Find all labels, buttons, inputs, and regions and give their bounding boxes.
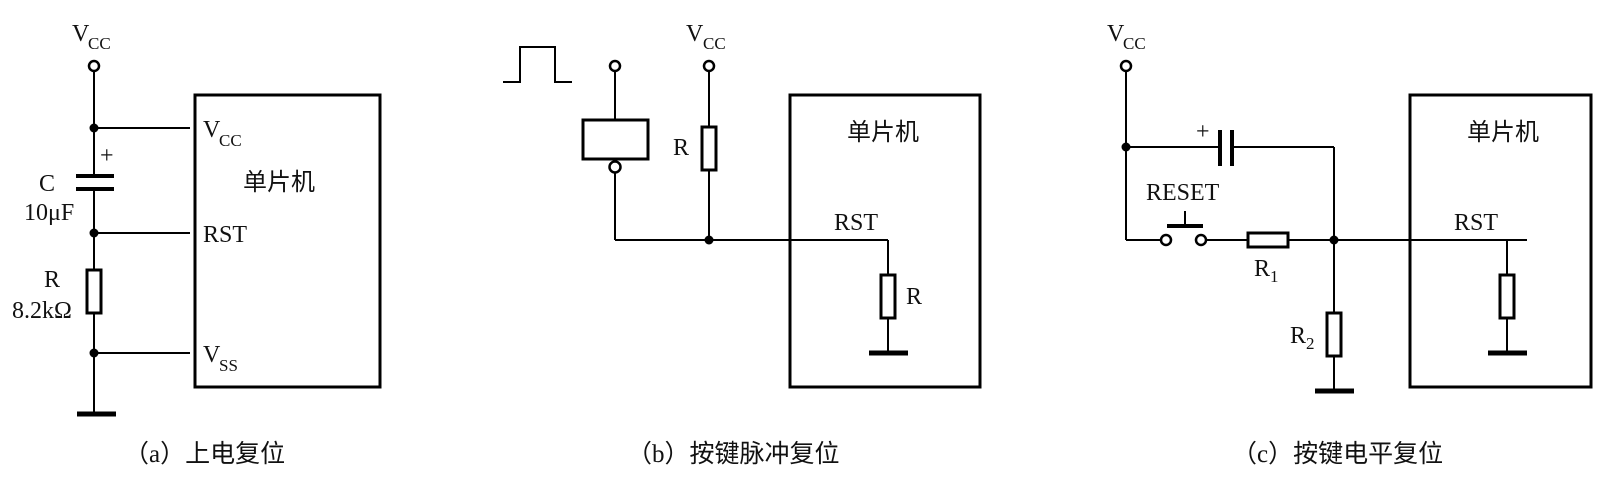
pin-rst-b: RST xyxy=(834,210,878,236)
circuit-c-key-level-reset: V CC + RESET R 1 R 2 xyxy=(1107,21,1593,468)
vcc-sub-a: CC xyxy=(88,34,111,53)
internal-res-label-b: R xyxy=(906,284,922,310)
vcc-label-b: V xyxy=(686,21,704,47)
cap-value-a: 10μF xyxy=(24,200,74,226)
vcc-label-a: V xyxy=(72,21,90,47)
vcc-terminal-a xyxy=(87,59,101,73)
pin-vcc-sub-a: CC xyxy=(219,131,242,150)
pullup-resistor-icon-b xyxy=(700,125,718,172)
circuit-a-power-on-reset: V CC + C 10μF R 8.2kΩ 单片机 V CC RST V S xyxy=(12,21,382,468)
reset-switch-label: RESET xyxy=(1146,180,1220,206)
button-terminal-b xyxy=(608,160,622,174)
mcu-label-c: 单片机 xyxy=(1467,119,1539,146)
mcu-box-a xyxy=(193,93,382,389)
junction-a2 xyxy=(89,228,99,238)
junction-a3 xyxy=(89,348,99,358)
vcc-terminal-b xyxy=(702,59,716,73)
caption-a: （a）上电复位 xyxy=(124,440,285,468)
pulse-button-icon-b xyxy=(581,118,650,161)
pullup-label-b: R xyxy=(673,135,689,161)
mcu-box-b xyxy=(788,93,982,389)
r2-label: R xyxy=(1290,323,1306,349)
capacitor-icon-c xyxy=(1218,130,1234,166)
mcu-label-b: 单片机 xyxy=(847,119,919,146)
internal-resistor-icon-c xyxy=(1498,273,1516,320)
caption-c: （c）按键电平复位 xyxy=(1232,440,1443,468)
cap-polarity-a: + xyxy=(100,143,114,169)
capacitor-icon-a xyxy=(76,174,114,191)
pin-vcc-a: V xyxy=(203,117,221,143)
circuit-b-key-pulse-reset: V CC R 单片机 RST R （b）按键脉冲复位 xyxy=(503,21,982,468)
r2-sub: 2 xyxy=(1306,334,1315,353)
pin-vss-sub-a: SS xyxy=(219,356,238,375)
res-value-a: 8.2kΩ xyxy=(12,298,72,324)
cap-name-a: C xyxy=(39,171,55,197)
internal-resistor-icon-b xyxy=(879,273,897,320)
pin-rst-a: RST xyxy=(203,222,247,248)
switch-terminal-right xyxy=(1194,233,1208,247)
vcc-sub-c: CC xyxy=(1123,34,1146,53)
caption-b: （b）按键脉冲复位 xyxy=(627,440,840,468)
resistor1-icon-c xyxy=(1246,231,1290,249)
r1-label: R xyxy=(1254,256,1270,282)
cap-polarity-c: + xyxy=(1196,119,1210,145)
res-name-a: R xyxy=(44,267,60,293)
vcc-sub-b: CC xyxy=(703,34,726,53)
junction-b xyxy=(704,235,714,245)
mcu-label-a: 单片机 xyxy=(243,169,315,196)
switch-terminal-left xyxy=(1159,233,1173,247)
r1-sub: 1 xyxy=(1270,267,1279,286)
vcc-terminal-c xyxy=(1119,59,1133,73)
junction-c2 xyxy=(1329,235,1339,245)
junction-a1 xyxy=(89,123,99,133)
pulse-waveform-icon xyxy=(503,46,572,83)
vcc-label-c: V xyxy=(1107,21,1125,47)
resistor-icon-a xyxy=(85,268,103,315)
resistor2-icon-c xyxy=(1325,311,1343,358)
mcu-box-c xyxy=(1408,93,1593,389)
reset-switch-icon xyxy=(1167,211,1203,228)
pin-rst-c: RST xyxy=(1454,210,1498,236)
pin-vss-a: V xyxy=(203,342,221,368)
pulse-terminal-b xyxy=(608,59,622,73)
